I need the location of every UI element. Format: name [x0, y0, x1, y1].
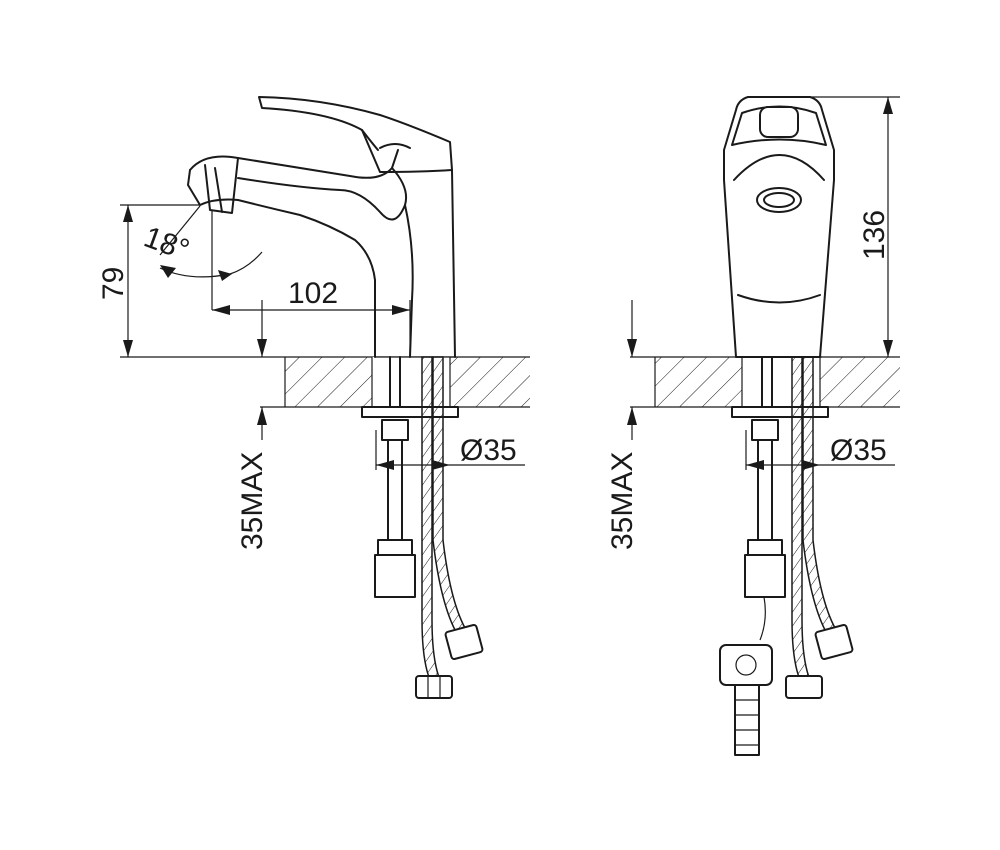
dimension-lines-front — [627, 96, 900, 470]
dim-spout-height: 79 — [97, 267, 130, 300]
front-view: 136 Ø35 35MAX — [606, 96, 900, 756]
faucet-body-front — [723, 96, 835, 358]
under-counter-fittings-side — [361, 356, 484, 699]
countertop-section-front — [630, 356, 900, 408]
dim-max-thickness-side: 35MAX — [236, 452, 269, 550]
dim-max-thickness-front: 35MAX — [606, 452, 639, 550]
dim-hole-diameter-side: Ø35 — [460, 434, 517, 467]
dim-hole-diameter-front: Ø35 — [830, 434, 887, 467]
dimension-lines-side — [120, 204, 525, 470]
dim-spout-reach: 102 — [288, 277, 338, 310]
side-view: 18° 79 102 Ø35 35MAX — [97, 96, 530, 699]
countertop-section — [120, 356, 530, 408]
faucet-body-side — [187, 96, 456, 358]
dim-total-height: 136 — [858, 210, 891, 260]
under-counter-fittings-front — [719, 356, 854, 756]
dim-spout-angle: 18° — [140, 221, 194, 268]
